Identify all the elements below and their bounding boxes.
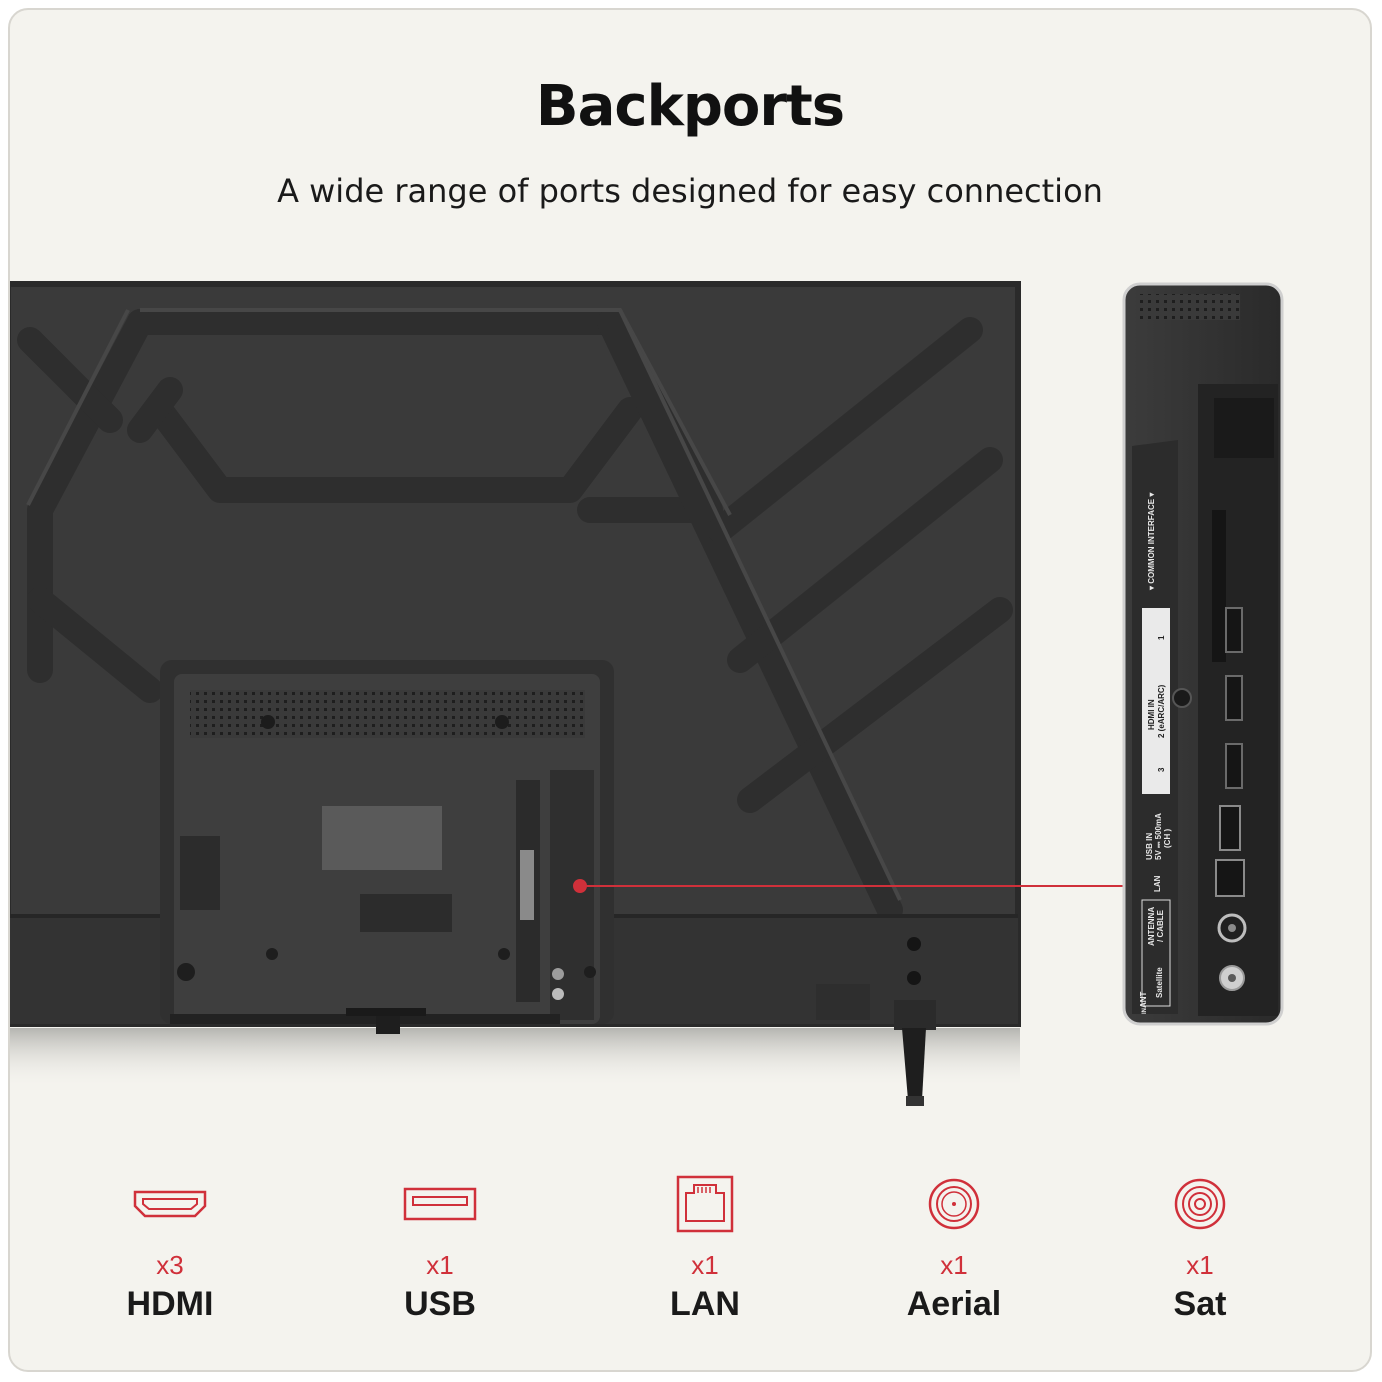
product-card: Backports A wide range of ports designed…	[8, 8, 1372, 1372]
label-hdmi-1: 1	[1157, 635, 1166, 640]
label-hdmi-3: 3	[1157, 767, 1166, 772]
port-panel-zoom: ▾ COMMON INTERFACE ▾ HDMI IN 1 2 (eARC/A…	[1122, 282, 1284, 1026]
feature-count: x1	[1186, 1250, 1214, 1280]
label-common-interface: ▾ COMMON INTERFACE ▾	[1147, 492, 1156, 591]
label-ant: ANT	[1139, 991, 1148, 1008]
hdmi-icon	[133, 1190, 207, 1218]
label-usb-in: USB IN	[1145, 833, 1154, 860]
feature-label: Sat	[1173, 1285, 1227, 1323]
tv-stand	[894, 1000, 936, 1106]
label-usb-spec: 5V ⎓ 500mA	[1154, 813, 1163, 860]
label-lan: LAN	[1153, 875, 1162, 892]
feature-count: x1	[940, 1250, 968, 1280]
feature-count: x3	[156, 1250, 184, 1280]
sat-icon	[1174, 1178, 1226, 1230]
tv-back-illustration: ▾ COMMON INTERFACE ▾ HDMI IN 1 2 (eARC/A…	[10, 281, 1284, 1106]
aerial-icon	[928, 1178, 980, 1230]
feature-label: Aerial	[906, 1285, 1002, 1323]
label-hdmi-in: HDMI IN	[1147, 699, 1156, 730]
feature-sat: x1 Sat	[1100, 1172, 1300, 1324]
label-satellite: Satellite	[1155, 967, 1164, 998]
tv-back	[10, 281, 1021, 1034]
feature-hdmi: x3 HDMI	[70, 1172, 270, 1324]
feature-label: LAN	[670, 1285, 740, 1323]
callout-dot	[573, 879, 587, 893]
feature-aerial: x1 Aerial	[854, 1172, 1054, 1324]
usb-icon	[403, 1187, 477, 1221]
feature-count: x1	[426, 1250, 454, 1280]
label-cable: / CABLE	[1156, 909, 1165, 942]
page-title: Backports	[535, 74, 845, 139]
page-subtitle: A wide range of ports designed for easy …	[277, 172, 1103, 210]
feature-label: USB	[404, 1285, 476, 1323]
feature-usb: x1 USB	[340, 1172, 540, 1324]
feature-label: HDMI	[126, 1285, 214, 1323]
tv-shadow	[10, 1028, 1020, 1088]
lan-icon	[676, 1175, 734, 1233]
label-hdmi-2: 2 (eARC/ARC)	[1157, 684, 1166, 738]
label-in: IN	[1142, 1008, 1148, 1014]
feature-count: x1	[691, 1250, 719, 1280]
feature-lan: x1 LAN	[605, 1172, 805, 1324]
label-usb-ch: (CH )	[1163, 829, 1172, 848]
label-antenna: ANTENNA	[1147, 907, 1156, 946]
